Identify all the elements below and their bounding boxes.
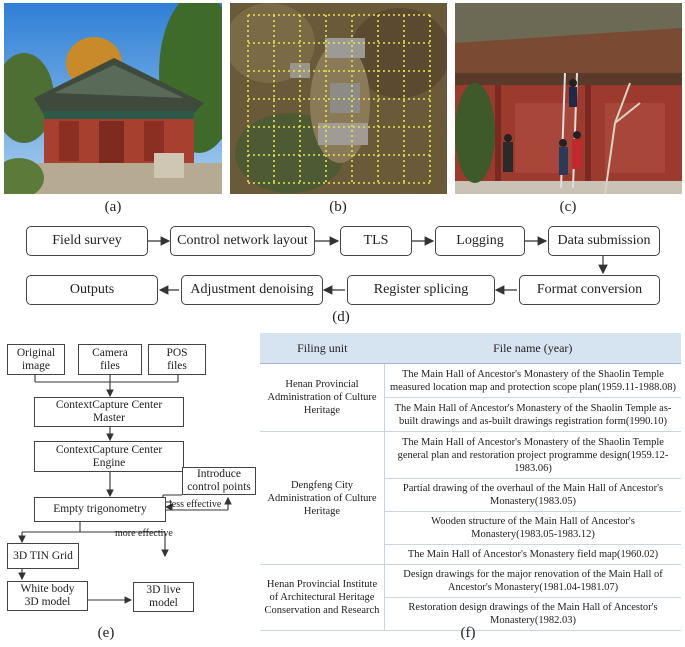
flow-e-3d-tin-grid: 3D TIN Grid	[7, 543, 79, 569]
flow-adjustment-denoising: Adjustment denoising	[181, 275, 323, 305]
flow-format-conversion: Format conversion	[519, 275, 660, 305]
table-row: Restoration design drawings of the Main …	[260, 597, 681, 631]
control-points-line2: control points	[187, 481, 251, 493]
control-points-line1: Introduce	[196, 468, 242, 480]
file-name-cell: The Main Hall of Ancestor's Monastery of…	[384, 397, 681, 432]
flow-e-empty-trigonometry: Empty trigonometry	[34, 497, 166, 522]
table-header-row: Filing unit File name (year)	[260, 333, 681, 364]
photo-survey-workers	[455, 3, 682, 194]
white-body-line1: White body	[20, 583, 75, 595]
header-file-name: File name (year)	[384, 333, 681, 364]
file-name-cell: The Main Hall of Ancestor's Monastery fi…	[384, 544, 681, 565]
panel-label-a: (a)	[104, 199, 122, 215]
white-body-line2: 3D model	[24, 596, 71, 608]
flow-d-connectors	[148, 236, 608, 295]
label-less-effective: less effective	[169, 499, 222, 510]
live-model-line1: 3D live	[146, 584, 181, 596]
panel-label-e: (e)	[97, 625, 115, 641]
original-image-line1: Original	[16, 346, 56, 359]
filing-unit-cell: Dengfeng City Administration of Culture …	[260, 431, 385, 565]
panel-label-c: (c)	[559, 199, 577, 215]
panel-label-d: (d)	[332, 309, 350, 325]
filing-table: Filing unit File name (year) Henan Provi…	[260, 333, 681, 631]
flow-field-survey: Field survey	[26, 226, 148, 256]
flow-tls: TLS	[340, 226, 412, 256]
flow-logging: Logging	[435, 226, 525, 256]
pos-files-line1: POS	[166, 346, 188, 359]
file-name-cell: Partial drawing of the overhaul of the M…	[384, 478, 681, 512]
flow-outputs: Outputs	[26, 275, 158, 305]
pos-files-line2: files	[167, 359, 187, 372]
table-row: Henan Provincial Administration of Cultu…	[260, 363, 681, 432]
flow-data-submission: Data submission	[548, 226, 660, 256]
table-row: Wooden structure of the Main Hall of Anc…	[260, 511, 681, 545]
original-image-line2: image	[21, 359, 51, 372]
file-name-cell: Design drawings for the major renovation…	[384, 564, 681, 598]
file-name-cell: The Main Hall of Ancestor's Monastery of…	[384, 431, 681, 479]
cc-master-line1: ContextCapture Center	[55, 399, 163, 411]
label-more-effective: more effective	[115, 528, 173, 539]
file-name-cell: Restoration design drawings of the Main …	[384, 597, 681, 631]
table-row: The Main Hall of Ancestor's Monastery of…	[260, 397, 681, 432]
flow-register-splicing: Register splicing	[347, 275, 495, 305]
table-row: Partial drawing of the overhaul of the M…	[260, 478, 681, 512]
filing-unit-cell: Henan Provincial Institute of Architectu…	[260, 564, 385, 631]
panel-label-f: (f)	[460, 625, 476, 641]
file-name-cell: The Main Hall of Ancestor's Monastery of…	[384, 363, 681, 398]
cc-master-line2: Master	[93, 412, 125, 424]
file-name-cell: Wooden structure of the Main Hall of Anc…	[384, 511, 681, 545]
flow-e-connectors	[18, 375, 232, 604]
cc-engine-line1: ContextCapture Center	[55, 443, 163, 456]
camera-files-line2: files	[100, 359, 120, 372]
flow-control-network-layout: Control network layout	[170, 226, 315, 256]
cc-engine-line2: Engine	[92, 456, 126, 469]
table-row: Henan Provincial Institute of Architectu…	[260, 564, 681, 631]
filing-unit-cell: Henan Provincial Administration of Cultu…	[260, 363, 385, 432]
header-filing-unit: Filing unit	[260, 333, 385, 364]
live-model-line2: model	[149, 597, 178, 609]
panel-label-b: (b)	[329, 199, 347, 215]
camera-files-line1: Camera	[92, 346, 128, 359]
photo-temple-exterior	[4, 3, 222, 194]
table-row: Dengfeng City Administration of Culture …	[260, 431, 681, 565]
table-row: The Main Hall of Ancestor's Monastery fi…	[260, 544, 681, 565]
photo-aerial-grid	[230, 3, 447, 194]
